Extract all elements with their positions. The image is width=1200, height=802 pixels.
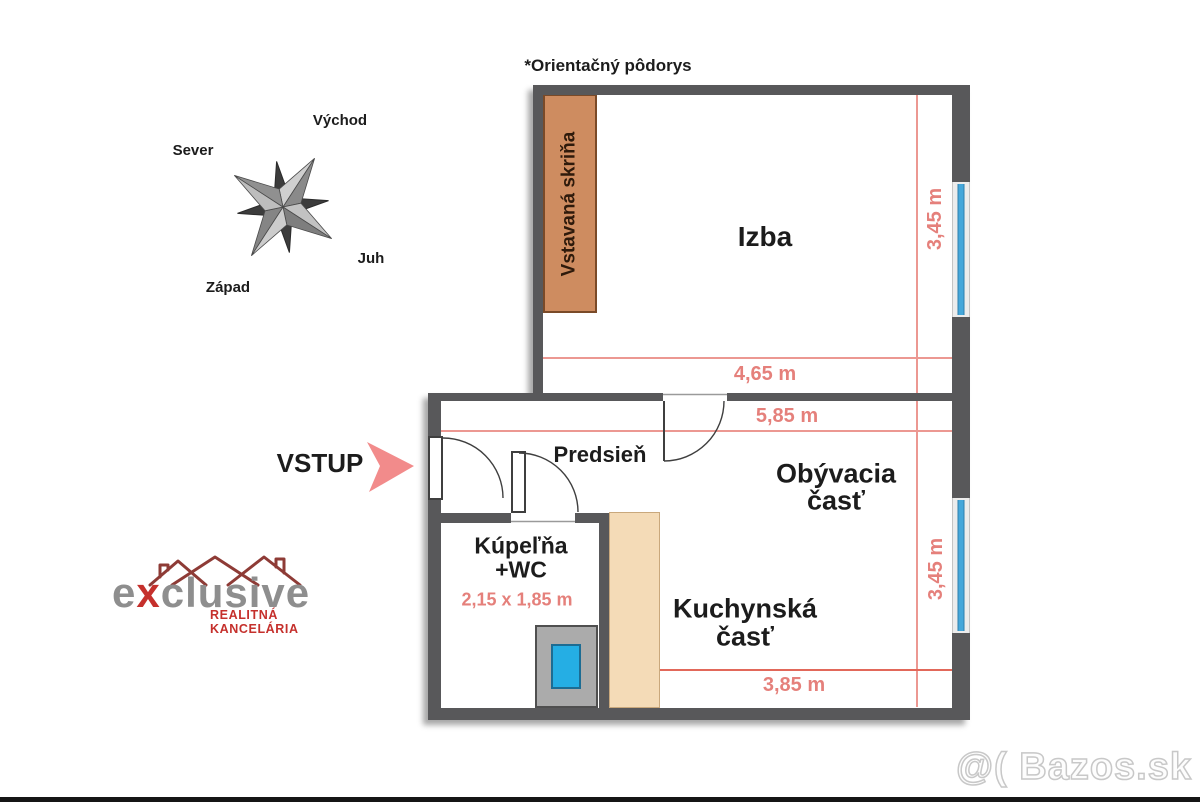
window-living-glass [957,500,965,631]
compass-label-north: Sever [172,141,214,159]
room-label-obyvacia-line2: časť [807,485,865,516]
watermark: @( Bazos.sk [955,745,1192,789]
dimension-label-izba-width: 4,65 m [733,363,797,386]
compass-label-west: Západ [205,278,251,296]
wall-bottom [428,708,970,720]
entrance-arrow-icon [367,442,414,492]
window-izba [952,182,970,317]
room-label-kupelna-line1: Kúpeľňa [474,532,568,559]
dimension-line-vertical [916,95,918,707]
wall-divider-right [727,393,970,401]
dimension-label-living-depth: 3,45 m [925,537,948,601]
wall-izba-top [533,85,970,95]
wall-divider-left [428,393,663,401]
dimension-line-hall-width [441,430,952,432]
shower-tray [551,644,581,689]
built-in-wardrobe [543,94,597,313]
room-label-kupelna-line2: +WC [495,556,547,583]
wall-izba-left [533,85,543,401]
logo-rooftops-icon [148,555,302,587]
room-label-kuchynska-line1: Kuchynská [672,593,818,624]
logo-tagline: REALITNÁ KANCELÁRIA [210,608,299,636]
kitchen-counter [609,512,660,708]
dimension-label-hall-width: 5,85 m [755,405,819,428]
izba-floor [533,85,970,401]
logo-word-post: clusive [160,569,311,616]
dimension-line-kitchen-width [609,669,952,671]
room-label-obyvacia-line1: Obývacia [775,458,897,489]
shower-enclosure [535,625,598,708]
room-label-izba: Izba [737,220,793,252]
wall-right-middle [952,317,970,498]
kupelna-size-label: 2,15 x 1,85 m [461,589,573,610]
compass-label-south: Juh [357,249,385,267]
page-title: *Orientačný pôdorys [524,55,692,75]
room-label-kuchynska-line2: časť [716,621,774,652]
wardrobe-label: Vstavaná skriňa [558,131,580,277]
entrance-label: VSTUP [276,447,364,478]
wall-left-above-entry [428,393,441,437]
dimension-line-izba-width [543,357,952,359]
wall-bath-right [599,513,609,708]
logo-word-pre: e [112,569,137,616]
window-living [952,498,970,633]
compass-rose-icon [234,158,332,256]
wall-bath-top-left [441,513,511,523]
logo-word-accent: x [136,569,161,616]
dimension-label-izba-depth: 3,45 m [924,187,947,251]
bottom-border-line [0,797,1200,802]
wall-bath-top-right [575,513,609,523]
logo-wordmark: exclusive [112,572,310,614]
wall-left-below-entry [428,499,441,720]
wall-right-lower [952,633,970,720]
window-izba-glass [957,184,965,315]
dimension-label-kitchen-width: 3,85 m [762,674,826,697]
room-label-predsien: Predsieň [553,442,647,468]
wall-right-upper [952,85,970,182]
agency-logo: exclusive REALITNÁ KANCELÁRIA [112,548,362,636]
compass-label-east: Východ [312,111,368,129]
